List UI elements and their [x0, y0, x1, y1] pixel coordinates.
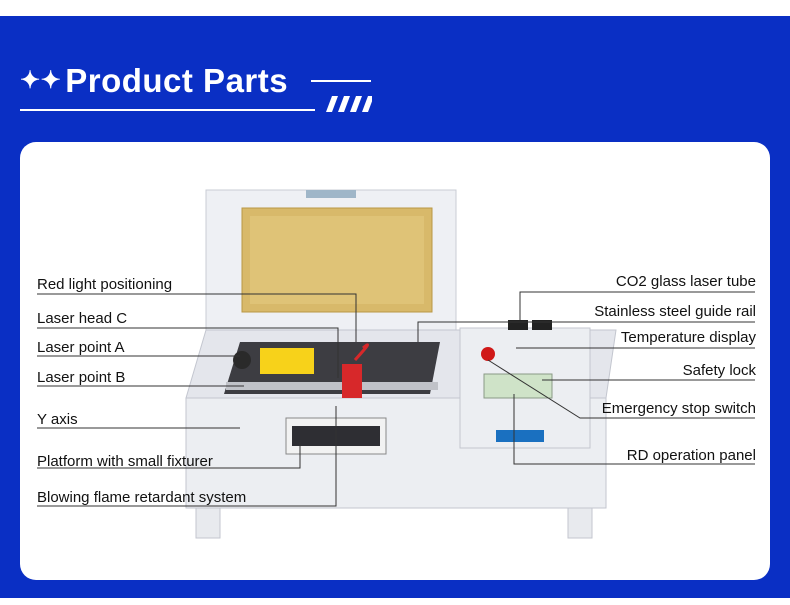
leader-guide-rail: [417, 321, 755, 342]
label-laser-point-b: Laser point B: [37, 369, 126, 386]
label-red-light-positioning: Red light positioning: [37, 276, 173, 293]
leader-emergency-stop: [487, 359, 755, 419]
label-laser-head-c: Laser head C: [37, 310, 128, 327]
exhaust-port: [233, 351, 251, 369]
warning-label: [260, 348, 314, 374]
label-y-axis: Y axis: [37, 411, 78, 428]
label-platform: Platform with small fixturer: [37, 453, 213, 470]
label-laser-point-a: Laser point A: [37, 339, 125, 356]
section-title-text: Product Parts: [65, 62, 289, 99]
safety-lock: [532, 320, 552, 330]
lid-window-inner: [250, 216, 424, 304]
air-hose: [353, 343, 369, 362]
top-white-strip: [0, 0, 790, 16]
temperature-display: [508, 320, 528, 330]
laser-head: [342, 364, 362, 398]
leader-platform: [37, 442, 301, 469]
leader-blowing-system: [37, 406, 337, 507]
leader-co2-tube: [519, 291, 755, 320]
leader-lines: [37, 291, 755, 507]
leader-laser-head: [37, 327, 339, 378]
label-emergency-stop: Emergency stop switch: [601, 400, 756, 417]
label-co2-tube: CO2 glass laser tube: [615, 273, 756, 290]
leader-rd-panel: [513, 394, 755, 465]
machine-leg-left: [195, 507, 221, 539]
label-temperature-display: Temperature display: [620, 329, 756, 346]
label-safety-lock: Safety lock: [682, 362, 756, 379]
section-title: ✦✦Product Parts: [20, 62, 288, 100]
leader-red-light: [37, 293, 357, 342]
emergency-stop-button: [481, 347, 495, 361]
label-blowing-system: Blowing flame retardant system: [37, 489, 247, 506]
bottom-white-strip: [0, 598, 790, 605]
rd-operation-panel: [483, 373, 553, 399]
machine-leg-right: [567, 507, 593, 539]
label-rd-panel: RD operation panel: [626, 447, 756, 464]
title-underline: [20, 109, 315, 111]
lid-label-plate: [306, 190, 356, 198]
slashes-decoration-icon: [326, 96, 372, 112]
product-panel: Red light positioning Laser head C Laser…: [20, 142, 770, 580]
stars-icon: ✦✦: [20, 67, 62, 94]
usb-port: [496, 430, 544, 442]
title-side-rule: [311, 80, 371, 82]
guide-rail: [226, 382, 438, 390]
label-guide-rail: Stainless steel guide rail: [594, 303, 756, 320]
laser-engraver-illustration: [37, 189, 755, 539]
